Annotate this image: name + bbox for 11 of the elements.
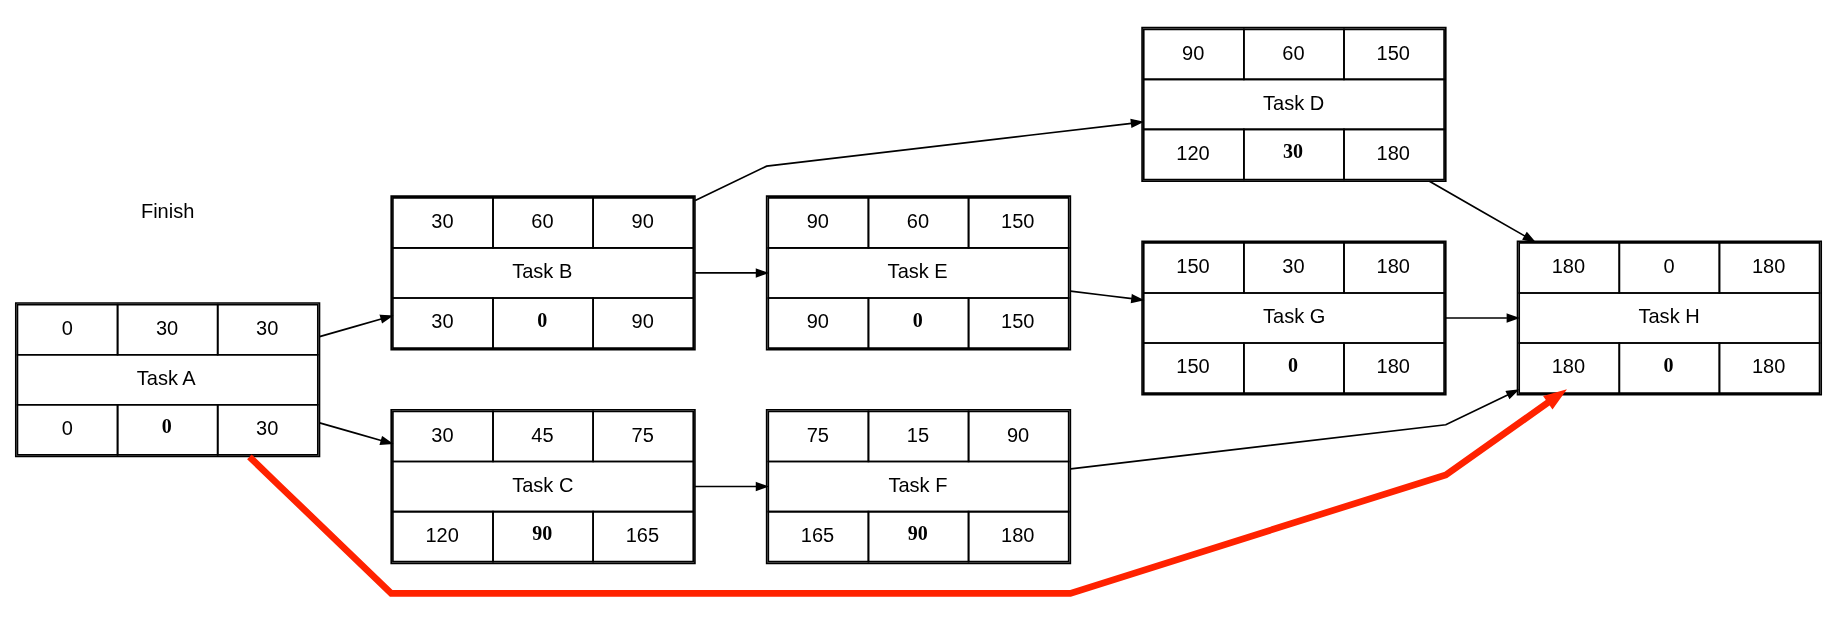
arrow: [694, 267, 770, 278]
arrow: [318, 314, 394, 337]
arrow: [694, 481, 770, 491]
arrow: [1069, 289, 1145, 303]
arrow: [1445, 312, 1520, 323]
arrow: [694, 118, 1145, 201]
arrow: [1428, 179, 1537, 242]
arrow: [318, 421, 394, 445]
arrow: [1069, 388, 1520, 470]
arrow: [247, 388, 1567, 597]
label: Finish: [140, 199, 195, 222]
